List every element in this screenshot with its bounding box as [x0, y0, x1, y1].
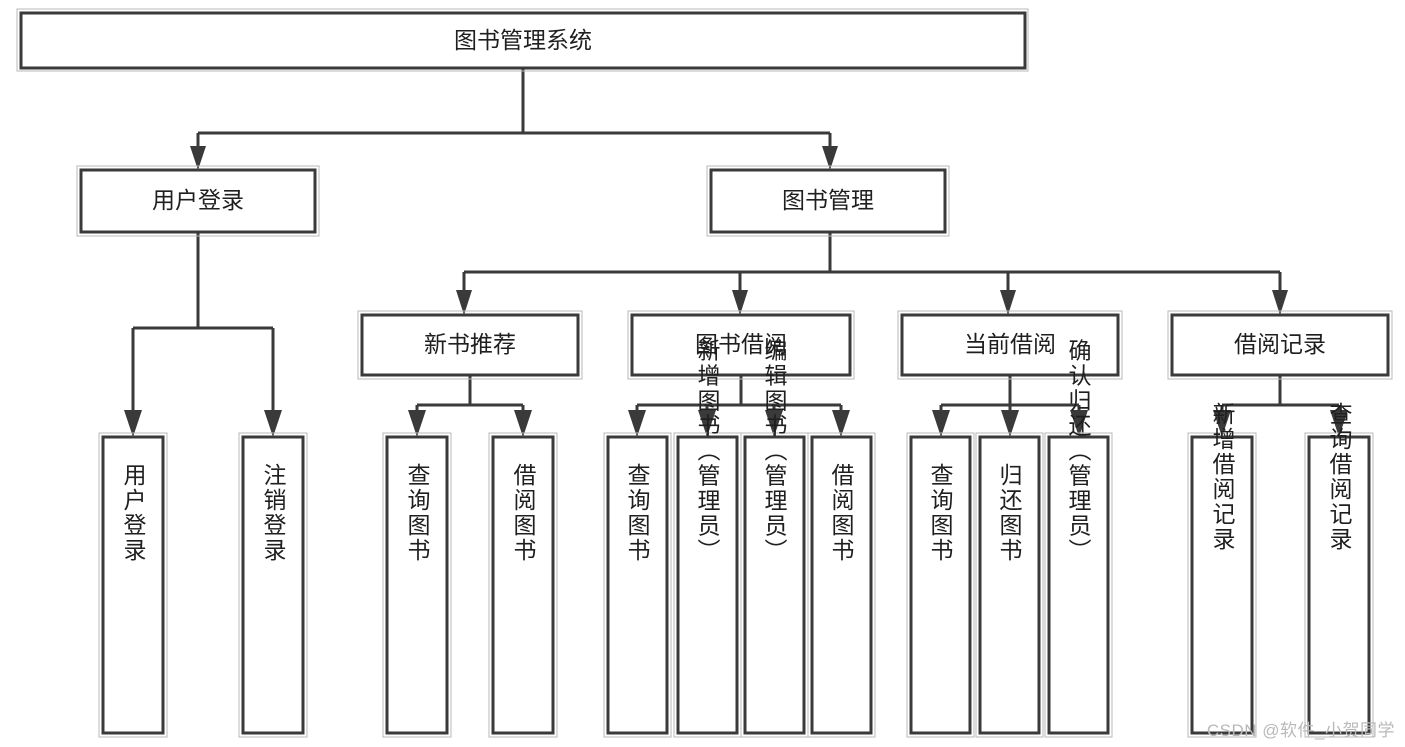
leaf-borrow-book-2-shadow	[807, 432, 876, 738]
node-current-borrow-box	[900, 313, 1120, 377]
leaf-query-book-3-shadow	[906, 432, 975, 738]
leaf-borrow-book-2[interactable]: 借阅图书	[807, 432, 876, 738]
connector-layer	[124, 68, 1348, 437]
leaf-user-login-label: 用户登录	[120, 463, 147, 563]
leaf-return-book-label: 归还图书	[996, 463, 1023, 563]
arrow-head-leaf-user-logout	[264, 410, 282, 437]
node-root-box	[19, 11, 1027, 70]
arrow-head-leaf-borrow-book-2	[832, 410, 850, 437]
node-new-book-recommend-label: 新书推荐	[424, 331, 516, 357]
leaf-borrow-book-1-shadow	[488, 432, 558, 738]
node-new-book-recommend-box	[360, 313, 580, 377]
leaf-return-book-box	[978, 435, 1041, 735]
leaf-add-book-label: 新增图书（管理员）	[694, 339, 721, 564]
leaf-query-book-2-box	[606, 435, 669, 735]
leaf-add-record-box	[1190, 435, 1254, 735]
leaf-query-book-3-box	[909, 435, 972, 735]
leaf-confirm-return-label: 确认归还（管理员）	[1065, 339, 1092, 564]
leaf-add-book-box	[676, 435, 739, 735]
leaf-query-book-2[interactable]: 查询图书	[603, 432, 672, 738]
leaf-add-record-label: 新增借阅记录	[1209, 402, 1236, 552]
leaf-user-login-box	[101, 435, 165, 735]
leaf-edit-book-box	[743, 435, 806, 735]
leaf-query-book-1[interactable]: 查询图书	[382, 432, 452, 738]
node-book-manage[interactable]: 图书管理	[706, 165, 950, 237]
node-borrow-record[interactable]: 借阅记录	[1167, 310, 1393, 380]
leaf-query-record-label: 查询借阅记录	[1326, 402, 1353, 552]
node-new-book-recommend-shadow	[357, 310, 583, 380]
arrow-head-current-borrow	[1000, 290, 1016, 315]
leaf-return-book-shadow	[975, 432, 1044, 738]
leaf-query-book-3-label: 查询图书	[927, 463, 954, 563]
leaf-user-logout-shadow	[238, 432, 308, 738]
leaf-query-book-1-label: 查询图书	[404, 463, 431, 563]
leaf-confirm-return-box	[1047, 435, 1110, 735]
node-book-borrow[interactable]: 图书借阅	[627, 310, 855, 380]
arrow-head-leaf-query-book-3	[932, 410, 950, 437]
arrow-head-leaf-query-book-2	[628, 410, 646, 437]
node-current-borrow[interactable]: 当前借阅	[897, 310, 1123, 380]
leaf-user-logout-box	[241, 435, 305, 735]
arrow-head-book-borrow	[732, 290, 748, 315]
leaf-confirm-return-shadow	[1044, 432, 1113, 738]
leaf-confirm-return[interactable]: 确认归还（管理员）	[1044, 339, 1113, 738]
node-borrow-record-label: 借阅记录	[1234, 331, 1326, 357]
leaf-query-record-box	[1307, 435, 1371, 735]
leaf-query-book-2-shadow	[603, 432, 672, 738]
leaf-user-login-shadow	[98, 432, 168, 738]
arrow-head-leaf-return-book	[1001, 410, 1019, 437]
leaf-borrow-book-2-box	[810, 435, 873, 735]
leaf-query-book-1-box	[385, 435, 449, 735]
node-book-borrow-box	[630, 313, 852, 377]
node-new-book-recommend[interactable]: 新书推荐	[357, 310, 583, 380]
arrow-head-leaf-confirm-return	[1070, 410, 1088, 437]
node-book-manage-label: 图书管理	[782, 187, 874, 213]
node-user-login[interactable]: 用户登录	[76, 165, 320, 237]
node-root-label: 图书管理系统	[454, 27, 592, 53]
arrow-head-leaf-query-book-1	[408, 410, 426, 437]
node-book-borrow-label: 图书借阅	[695, 331, 787, 357]
node-current-borrow-shadow	[897, 310, 1123, 380]
node-current-borrow-label: 当前借阅	[964, 331, 1056, 357]
leaf-add-record[interactable]: 新增借阅记录	[1187, 402, 1257, 738]
arrow-head-leaf-add-record	[1213, 410, 1231, 437]
node-book-manage-shadow	[706, 165, 950, 237]
leaf-return-book[interactable]: 归还图书	[975, 432, 1044, 738]
arrow-head-new-book-recommend	[456, 290, 472, 315]
node-borrow-record-shadow	[1167, 310, 1393, 380]
arrow-head-leaf-edit-book	[765, 410, 783, 437]
leaf-edit-book-label: 编辑图书（管理员）	[761, 339, 788, 564]
node-root[interactable]: 图书管理系统	[16, 8, 1029, 72]
arrow-head-leaf-user-login	[124, 410, 142, 437]
leaf-query-book-1-shadow	[382, 432, 452, 738]
leaf-borrow-book-1[interactable]: 借阅图书	[488, 432, 558, 738]
node-user-login-box	[79, 168, 317, 234]
leaf-query-book-3[interactable]: 查询图书	[906, 432, 975, 738]
node-user-login-label: 用户登录	[152, 187, 244, 213]
leaf-query-record[interactable]: 查询借阅记录	[1304, 402, 1374, 738]
arrow-head-leaf-borrow-book-1	[514, 410, 532, 437]
leaf-borrow-book-2-label: 借阅图书	[828, 463, 855, 563]
leaf-borrow-book-1-label: 借阅图书	[510, 463, 537, 563]
node-root-shadow	[16, 8, 1029, 72]
leaf-borrow-book-1-box	[491, 435, 555, 735]
leaf-query-record-shadow	[1304, 432, 1374, 738]
leaf-user-login[interactable]: 用户登录	[98, 432, 168, 738]
arrow-head-leaf-query-record	[1330, 410, 1348, 437]
node-borrow-record-box	[1170, 313, 1390, 377]
node-book-manage-box	[709, 168, 947, 234]
leaf-user-logout[interactable]: 注销登录	[238, 432, 308, 738]
arrow-head-borrow-record	[1272, 290, 1288, 315]
leaf-edit-book[interactable]: 编辑图书（管理员）	[740, 339, 809, 738]
leaf-add-book[interactable]: 新增图书（管理员）	[673, 339, 742, 738]
leaf-add-record-shadow	[1187, 432, 1257, 738]
leaf-user-logout-label: 注销登录	[260, 463, 287, 563]
arrow-head-user-login	[190, 146, 206, 170]
arrow-head-leaf-add-book	[698, 410, 716, 437]
node-user-login-shadow	[76, 165, 320, 237]
leaf-query-book-2-label: 查询图书	[624, 463, 651, 563]
arrow-head-book-manage	[822, 146, 838, 170]
node-book-borrow-shadow	[627, 310, 855, 380]
